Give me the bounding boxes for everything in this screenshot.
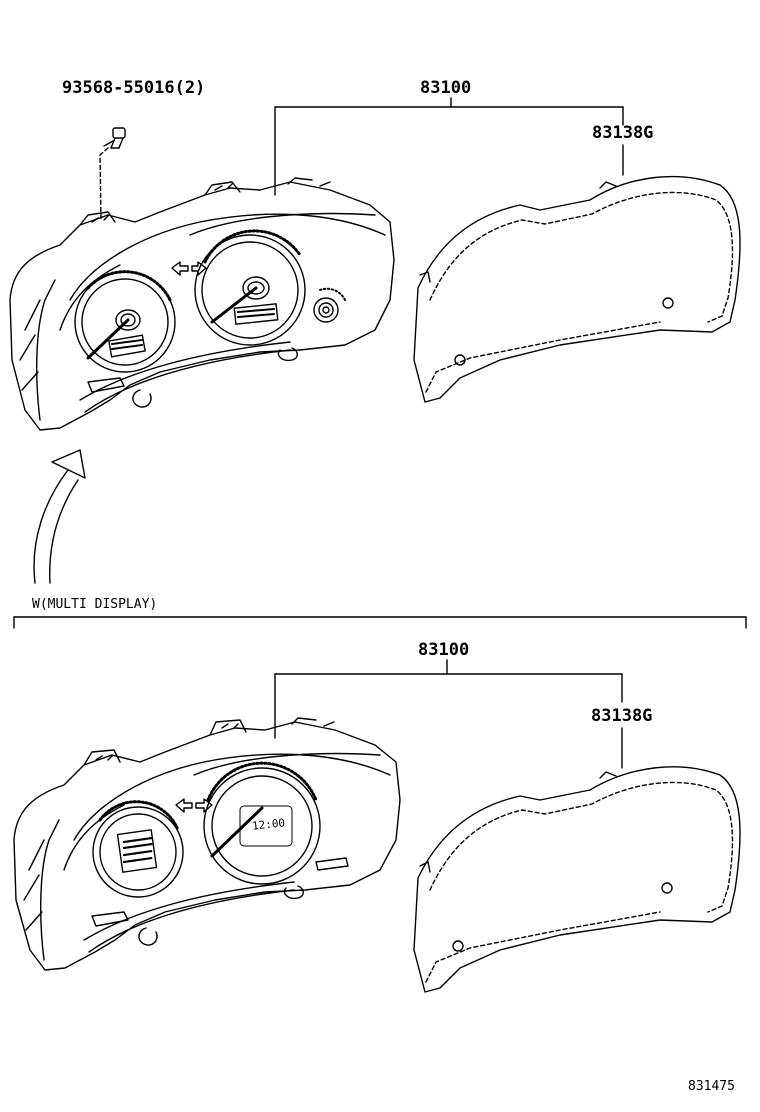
bolt-icon xyxy=(103,127,126,149)
meter-housing xyxy=(13,721,401,971)
upper-meter-glass xyxy=(413,175,741,403)
lower-combination-meter xyxy=(13,717,401,971)
upper-bracket-lines xyxy=(274,97,624,196)
curved-arrow-icon xyxy=(33,449,86,584)
upper-combination-meter xyxy=(9,127,395,431)
bolt-leader-line xyxy=(99,147,109,221)
bolt-part-number: 93568-55016(2) xyxy=(62,78,206,98)
lower-assembly-part-number: 83100 xyxy=(418,640,470,660)
lower-glass-part-number: 83138G xyxy=(591,706,653,726)
upper-glass-part-number: 83138G xyxy=(592,123,654,143)
lower-bracket-lines xyxy=(274,659,623,769)
multi-display-section-label: W(MULTI DISPLAY) xyxy=(32,597,158,612)
lower-meter-glass xyxy=(413,766,741,993)
section-separator xyxy=(13,616,747,629)
drawing-number: 831475 xyxy=(688,1079,735,1094)
upper-assembly-part-number: 83100 xyxy=(420,78,472,98)
